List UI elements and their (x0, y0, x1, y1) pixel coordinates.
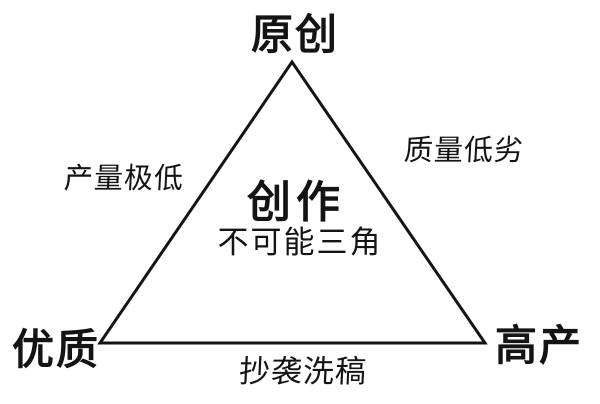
edge-label-bottom: 抄袭洗稿 (238, 354, 368, 389)
vertex-label-bottom-right: 高产 (495, 322, 584, 369)
edge-label-left: 产量极低 (63, 163, 185, 195)
edge-label-right: 质量低劣 (403, 135, 525, 167)
center-subtitle: 不可能三角 (217, 225, 383, 260)
vertex-label-top: 原创 (250, 11, 340, 58)
center-title: 创作 (247, 178, 345, 227)
triangle-outline (97, 59, 488, 345)
vertex-label-bottom-left: 优质 (12, 326, 101, 373)
